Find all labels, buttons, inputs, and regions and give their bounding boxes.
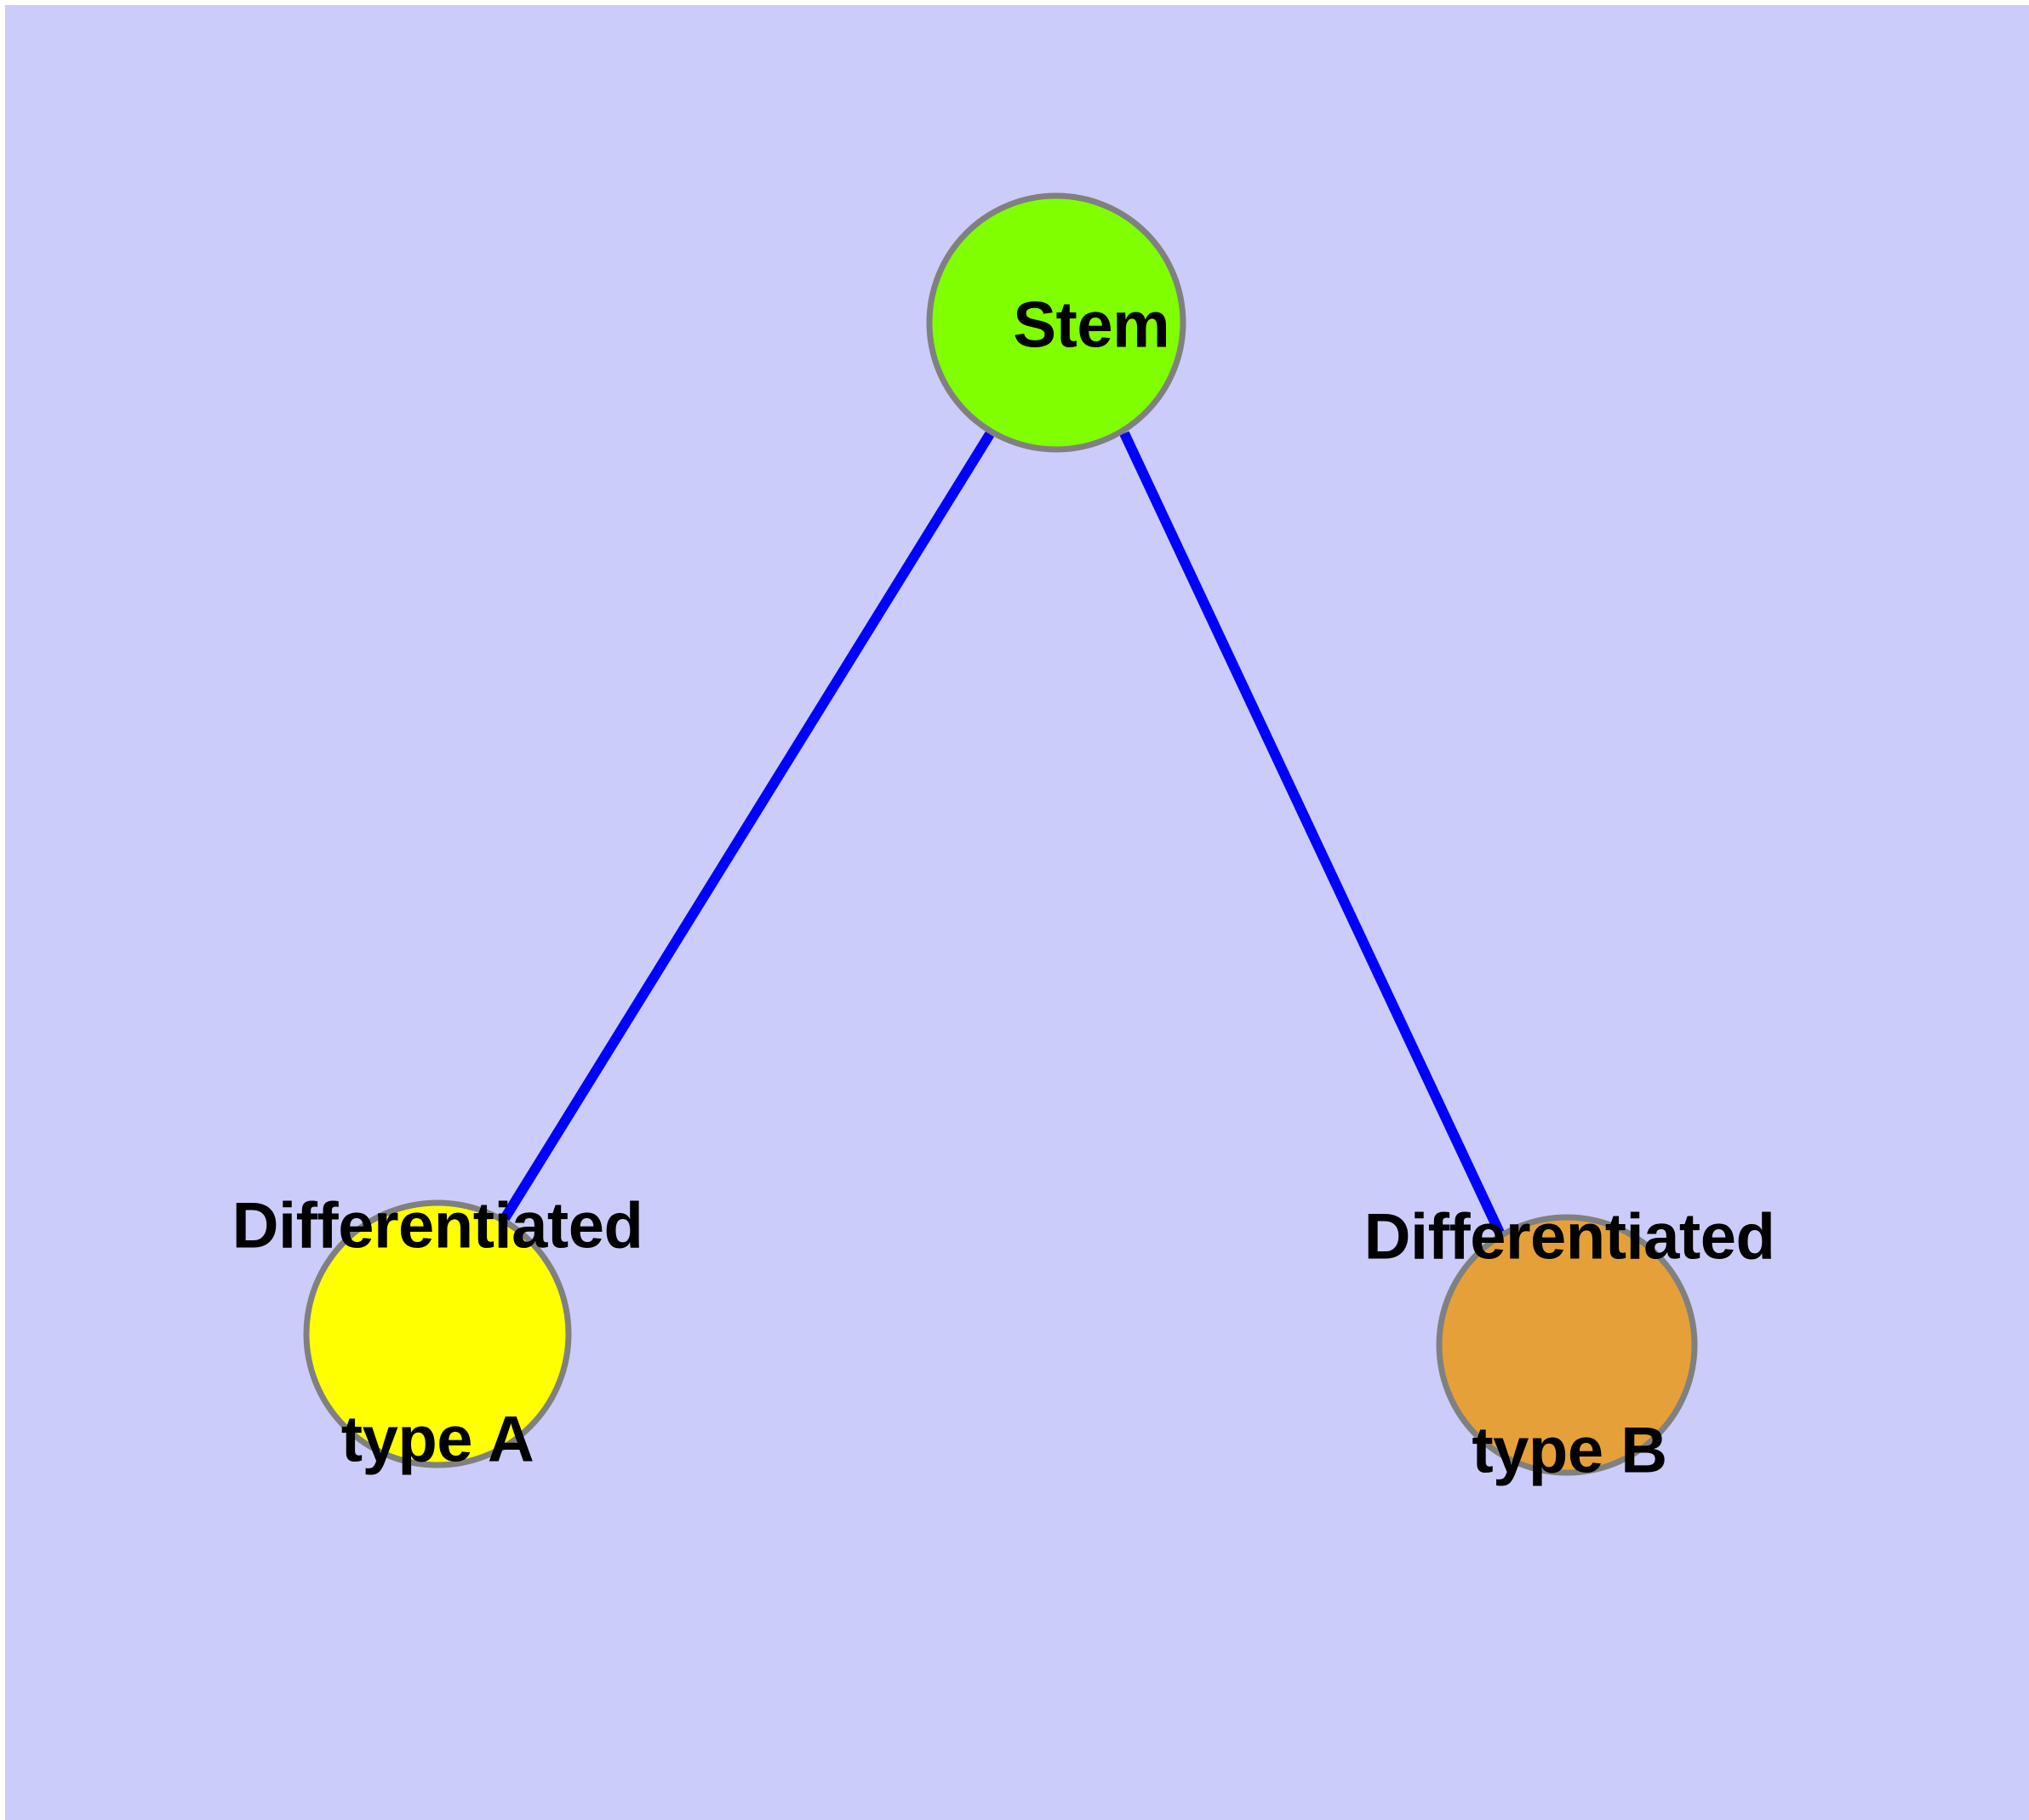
edge-layer — [499, 431, 1505, 1235]
node-differentiated-type-a[interactable] — [303, 1199, 572, 1468]
edge-stem-to-differentiated-type-a[interactable] — [499, 431, 995, 1223]
node-stem[interactable] — [926, 192, 1186, 453]
node-differentiated-type-b[interactable] — [1436, 1214, 1698, 1476]
graph-svg — [303, 192, 1698, 1476]
node-layer — [303, 192, 1698, 1476]
edge-stem-to-differentiated-type-b[interactable] — [1119, 431, 1505, 1235]
